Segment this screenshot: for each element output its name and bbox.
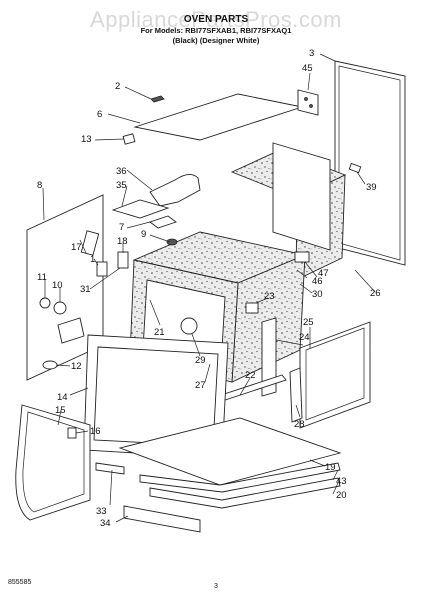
- callout-27: 27: [195, 380, 206, 391]
- knob-11: [39, 297, 51, 309]
- trim-20: [149, 477, 341, 509]
- callout-43: 43: [336, 476, 347, 487]
- sensor-9: [166, 238, 178, 246]
- callout-9: 9: [141, 229, 146, 240]
- callout-30: 30: [312, 289, 323, 300]
- callout-33: 33: [96, 506, 107, 517]
- panel-23: [245, 302, 259, 314]
- callout-1: 1: [90, 254, 95, 265]
- footer-page: 3: [214, 583, 218, 590]
- callout-2: 2: [115, 81, 120, 92]
- knob-10: [53, 301, 67, 315]
- callout-20: 20: [336, 490, 347, 501]
- bracket-7: [149, 215, 177, 229]
- callout-6: 6: [97, 109, 102, 120]
- component-1: [96, 261, 108, 277]
- callout-8: 8: [37, 180, 42, 191]
- vent-strip-34: [123, 505, 201, 533]
- outer-side-wall: [272, 142, 331, 251]
- variants-line: (Black) (Designer White): [173, 36, 260, 45]
- switch-17: [80, 230, 100, 256]
- switch-18: [117, 251, 129, 269]
- bracket-45: [297, 89, 319, 116]
- callout-17: 17: [71, 242, 82, 253]
- light-socket-31: [57, 317, 85, 344]
- bottom-panel: [118, 417, 342, 486]
- callout-14: 14: [57, 392, 68, 403]
- callout-47: 47: [318, 268, 329, 279]
- callout-34: 34: [100, 518, 111, 529]
- callout-15: 15: [55, 405, 66, 416]
- bracket-2: [150, 95, 165, 103]
- callout-13: 13: [81, 134, 92, 145]
- callout-10: 10: [52, 280, 63, 291]
- callout-7: 7: [119, 222, 124, 233]
- callout-26: 26: [370, 288, 381, 299]
- callout-23: 23: [264, 291, 275, 302]
- callout-3: 3: [309, 48, 314, 59]
- page-title: OVEN PARTS: [184, 14, 249, 25]
- callout-11: 11: [37, 272, 47, 283]
- bracket-33: [95, 462, 125, 475]
- lamp-12: [42, 360, 58, 370]
- callout-18: 18: [117, 236, 128, 247]
- callout-35: 35: [116, 180, 127, 191]
- rear-wall-panel: [334, 60, 406, 266]
- callout-45: 45: [302, 63, 313, 74]
- clip-13: [122, 133, 136, 145]
- callout-24: 24: [299, 332, 310, 343]
- callout-29: 29: [195, 355, 206, 366]
- callout-36: 36: [116, 166, 127, 177]
- bracket-45-hole: [304, 97, 308, 101]
- watermark: AppliancePartsPros.com: [90, 7, 342, 32]
- callout-39: 39: [366, 182, 377, 193]
- callouts: 2 3 45 6 13 36 35 8 39 7 9 17 18 1 11 10…: [37, 48, 381, 529]
- mounting-plate: [111, 199, 170, 219]
- part-47: [294, 251, 310, 263]
- hinge-bracket-24: [261, 317, 277, 397]
- callout-21: 21: [154, 327, 165, 338]
- hinge-28: [289, 367, 303, 423]
- oven-light-29: [180, 317, 198, 335]
- latch-16: [67, 427, 77, 439]
- callout-12: 12: [71, 361, 82, 372]
- callout-31: 31: [80, 284, 91, 295]
- models-line: For Models: RBI77SFXAB1, RBI77SFXAQ1: [141, 26, 292, 35]
- callout-46: 46: [312, 276, 323, 287]
- top-panel: [133, 93, 304, 141]
- callout-25: 25: [303, 317, 314, 328]
- vent-duct: [149, 174, 201, 207]
- door-gasket-inner: [22, 411, 85, 513]
- callout-28: 28: [294, 419, 305, 430]
- clip-39: [348, 162, 362, 174]
- bracket-45-hole-2: [309, 104, 313, 108]
- footer-code: 855585: [8, 579, 31, 586]
- callout-19: 19: [325, 462, 336, 473]
- side-panel-25: [299, 321, 371, 429]
- trim-43: [139, 462, 341, 493]
- leader-lines: [42, 53, 376, 523]
- callout-22: 22: [245, 370, 256, 381]
- side-panel-25-inner: [305, 327, 365, 421]
- callout-16: 16: [90, 426, 101, 437]
